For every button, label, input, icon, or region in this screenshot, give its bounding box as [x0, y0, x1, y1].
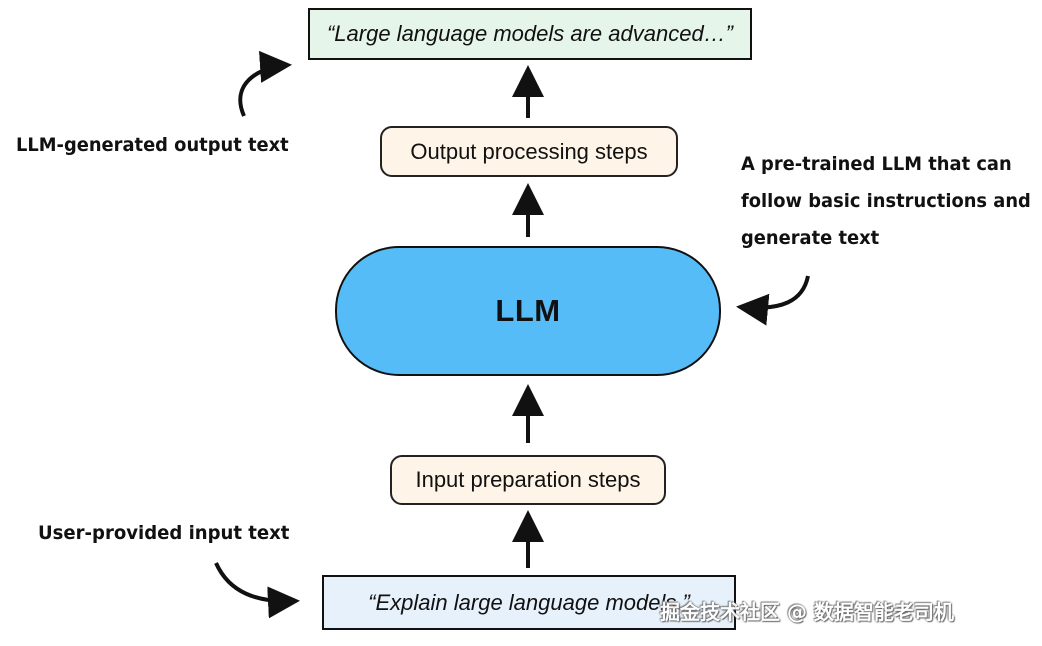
- pretrained-llm-annotation: A pre-trained LLM that can follow basic …: [741, 146, 1031, 257]
- input-annotation-arrow: [214, 562, 300, 619]
- llm-output-text: “Large language models are advanced…”: [326, 21, 734, 46]
- pretrained-llm-annotation-line-2: follow basic instructions and: [741, 190, 1031, 212]
- input-text-annotation: User-provided input text: [38, 522, 290, 544]
- source-watermark: 掘金技术社区 @ 数据智能老司机: [660, 600, 954, 624]
- pretrained-llm-annotation-line-3: generate text: [741, 227, 880, 249]
- output-text-annotation: LLM-generated output text: [16, 134, 289, 156]
- user-input-text: “Explain large language models.”: [368, 589, 690, 615]
- output-processing-steps-label: Output processing steps: [410, 138, 648, 164]
- input-preparation-steps-box: Input preparation steps: [390, 455, 666, 505]
- llm-output-text-box: “Large language models are advanced…”: [308, 8, 752, 60]
- annotation-arrows: [214, 50, 810, 619]
- user-input-text-box: “Explain large language models.”: [322, 575, 736, 630]
- llm-model-box: LLM: [335, 246, 721, 376]
- pretrained-llm-annotation-line-1: A pre-trained LLM that can: [741, 153, 1012, 175]
- output-processing-steps-box: Output processing steps: [380, 126, 678, 177]
- pretrained-annotation-arrow: [736, 275, 810, 326]
- llm-label: LLM: [495, 293, 561, 328]
- input-preparation-steps-label: Input preparation steps: [415, 467, 641, 492]
- output-annotation-arrow: [238, 50, 292, 117]
